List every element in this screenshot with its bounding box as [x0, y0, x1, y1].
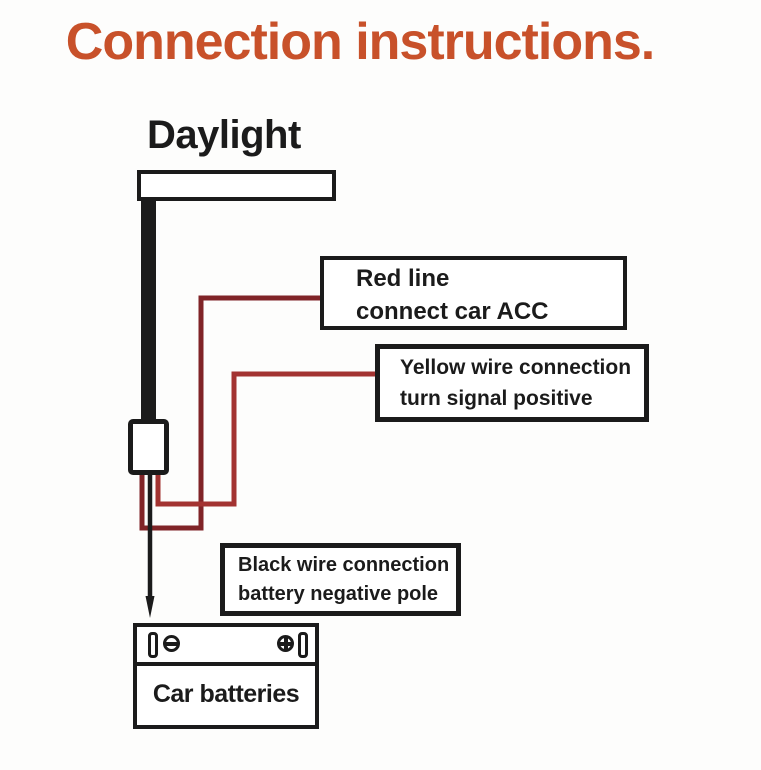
- red-wire-acc: [139, 295, 320, 531]
- battery-negative-post-icon: [148, 632, 158, 658]
- daylight-label: Daylight: [147, 113, 301, 157]
- red-wire-turn-signal: [155, 371, 375, 507]
- battery-terminals: [137, 627, 315, 666]
- battery-positive-post-icon: [298, 632, 308, 658]
- connector-box: [128, 419, 169, 475]
- black-wire-label-box: Black wire connection battery negative p…: [220, 543, 461, 616]
- black-wire-tip-icon: [145, 596, 155, 618]
- red-line-label-line1: Red line: [356, 265, 450, 292]
- page-title: Connection instructions.: [65, 13, 655, 71]
- yellow-wire-label-line2: turn signal positive: [400, 387, 593, 410]
- car-battery: Car batteries: [133, 623, 319, 729]
- red-line-label-line2: connect car ACC: [356, 298, 549, 325]
- black-wire-label-line1: Black wire connection: [238, 554, 450, 576]
- yellow-wire-label-line1: Yellow wire connection: [400, 356, 632, 379]
- main-cable: [141, 200, 156, 420]
- circled-minus-icon: [163, 635, 180, 652]
- red-line-label-box: Red line connect car ACC: [320, 256, 627, 330]
- yellow-wire-label-box: Yellow wire connection turn signal posit…: [375, 344, 649, 422]
- battery-label: Car batteries: [152, 680, 300, 708]
- circled-plus-icon: [277, 635, 294, 652]
- black-wire-label-line2: battery negative pole: [238, 583, 439, 605]
- daylight-bar: [137, 170, 336, 201]
